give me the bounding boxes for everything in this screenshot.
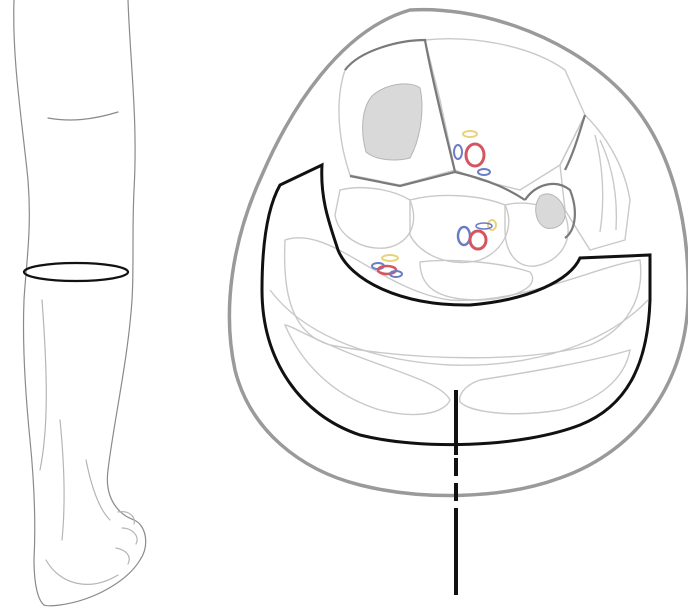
knee-crease bbox=[48, 112, 118, 120]
skin-outline bbox=[229, 10, 688, 496]
toe-line-2 bbox=[122, 528, 137, 544]
heel-line bbox=[46, 560, 118, 584]
cross-section bbox=[229, 10, 688, 595]
leg-posterior-view bbox=[14, 0, 146, 606]
toe-line-3 bbox=[116, 548, 129, 564]
ankle-line bbox=[86, 460, 110, 520]
toe-line-1 bbox=[118, 512, 134, 524]
leg-outline-left bbox=[14, 0, 44, 605]
achilles-line bbox=[60, 420, 64, 540]
calf-line bbox=[40, 300, 46, 470]
section-level-marker bbox=[24, 263, 128, 281]
